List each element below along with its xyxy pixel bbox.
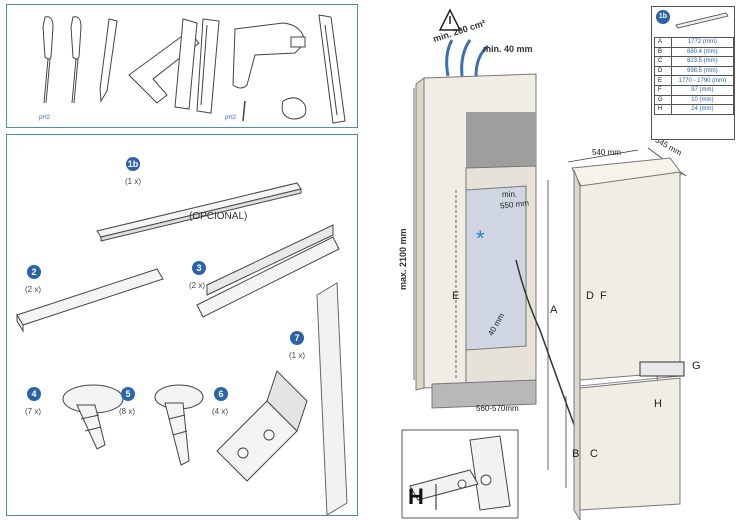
refrigerator	[571, 157, 683, 520]
tool-label: pH2	[39, 115, 51, 121]
spec-value: 823.5 (mm)	[670, 56, 735, 67]
part-qty-3: (2 x)	[189, 281, 205, 290]
spec-key: B	[654, 46, 672, 58]
part-qty-7: (1 x)	[289, 351, 305, 360]
set-square-icon	[128, 18, 200, 110]
part-badge-6: 6	[214, 387, 228, 401]
dimension-g-label: G	[692, 360, 701, 372]
spec-key: D	[654, 65, 672, 77]
parts-panel: 1b (1 x) (OPCIONAL) 2 (2 x) 3 (2 x) 4 (7…	[6, 134, 358, 516]
hinge-detail	[639, 361, 685, 377]
parts-illustration	[16, 182, 348, 516]
tape-measure-icon	[318, 14, 346, 124]
rail-1b-icon	[96, 182, 302, 242]
detail-h-label: H	[408, 484, 424, 509]
bracket-3-icon	[196, 224, 340, 318]
spec-badge: 1b	[656, 10, 670, 24]
cabinet-niche	[415, 73, 537, 409]
spec-key: A	[654, 37, 672, 48]
part-qty-6: (4 x)	[212, 407, 228, 416]
dimension-e-label: E	[452, 290, 460, 302]
dimension-f-label: F	[600, 290, 607, 302]
spec-key: F	[654, 84, 672, 96]
spec-value: 10 (mm)	[670, 94, 735, 106]
part-badge-2: 2	[27, 265, 41, 279]
note-min: min.	[502, 190, 518, 199]
dimension-b-label: B	[572, 448, 580, 460]
spec-value: 97 (mm)	[670, 84, 735, 96]
part-badge-3: 3	[192, 261, 206, 275]
pencil-icon	[99, 18, 118, 103]
screwdriver-icon	[42, 16, 54, 104]
spec-key: E	[654, 75, 672, 86]
rail-thumbnail	[675, 12, 729, 29]
dimension-h-label: H	[654, 398, 662, 410]
warning-icon	[438, 8, 462, 31]
dimension-c-label: C	[590, 448, 598, 460]
part-badge-7: 7	[290, 331, 304, 345]
tools-panel: pH2 pH2	[6, 4, 358, 128]
spec-value: 1772 (mm)	[670, 37, 735, 48]
part-qty-5: (8 x)	[119, 407, 135, 416]
dimension-d-label: D	[586, 290, 594, 302]
drill-icon	[232, 22, 307, 122]
screw-4-icon	[62, 384, 124, 450]
width-label: 540 mm	[592, 148, 621, 157]
screw-5-icon	[154, 384, 204, 466]
spec-key: G	[654, 94, 672, 106]
part-badge-4: 4	[27, 387, 41, 401]
screwdriver-icon	[70, 16, 82, 104]
spec-key: C	[654, 56, 672, 67]
power-cable	[515, 259, 577, 431]
spec-key: H	[654, 104, 672, 115]
spec-value: 24 (mm)	[670, 104, 735, 115]
vent-arrows	[445, 39, 490, 77]
optional-label: (OPCIONAL)	[189, 211, 248, 222]
spec-value: 998.5 (mm)	[670, 65, 735, 77]
tools-illustration	[42, 14, 346, 124]
bracket-6-icon	[216, 370, 308, 482]
dimension-a-label: A	[550, 304, 558, 316]
saw-icon	[196, 18, 220, 114]
part-badge-1b: 1b	[126, 157, 140, 171]
part-qty-1b: (1 x)	[125, 177, 141, 186]
bracket-2-icon	[16, 268, 164, 333]
part-badge-5: 5	[121, 387, 135, 401]
part-qty-4: (7 x)	[25, 407, 41, 416]
height-label: max. 2100 mm	[398, 228, 408, 290]
spec-value: 1770 - 1790 (mm)	[670, 75, 735, 86]
depth-bottom-label: 560-570mm	[476, 404, 519, 413]
part-qty-2: (2 x)	[25, 285, 41, 294]
detail-hinge	[409, 435, 511, 511]
strip-7-icon	[316, 282, 348, 516]
tool-label: pH2	[225, 115, 237, 121]
vent-gap-label: min. 40 mm	[483, 44, 533, 54]
asterisk-mark: *	[476, 226, 485, 251]
spec-value: 880.4 (mm)	[670, 46, 735, 58]
